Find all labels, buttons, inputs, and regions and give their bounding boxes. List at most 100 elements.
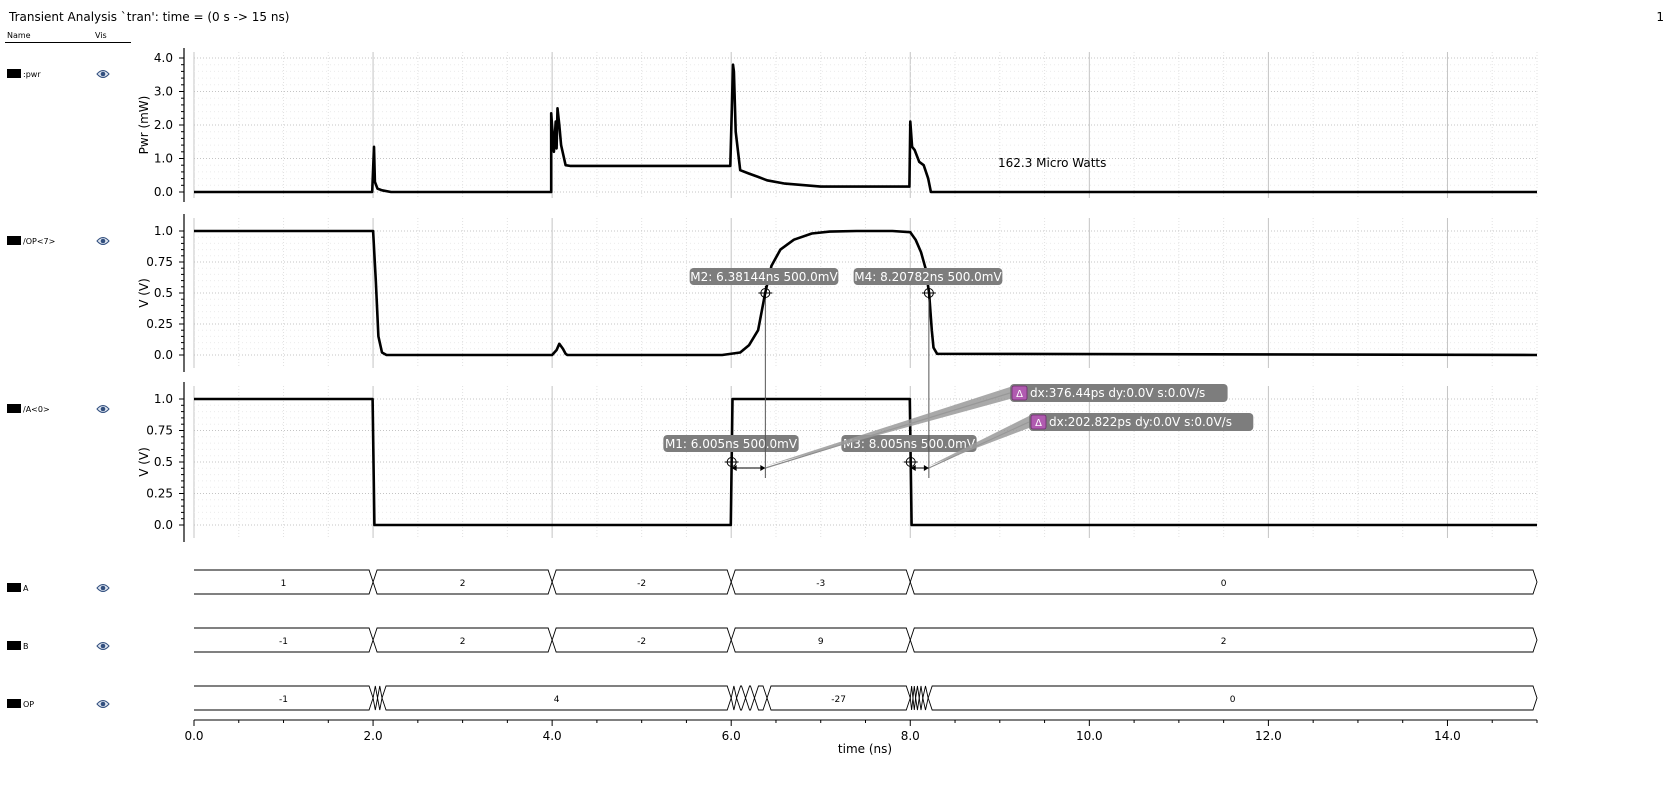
y-axis-label: V (V) xyxy=(137,447,151,477)
marker-label-box xyxy=(689,268,839,285)
visibility-eye-icon[interactable] xyxy=(96,582,110,594)
visibility-eye-icon[interactable] xyxy=(96,68,110,80)
bus-value-label: -2 xyxy=(637,579,646,589)
delta-icon xyxy=(1030,414,1047,430)
signal-name[interactable]: A xyxy=(23,584,29,593)
x-tick-label: 8.0 xyxy=(901,729,920,743)
header-divider xyxy=(5,42,131,43)
delta-icon xyxy=(1011,385,1028,401)
signal-name[interactable]: OP xyxy=(23,700,35,709)
signal-name[interactable]: :pwr xyxy=(23,70,41,79)
signal-color-swatch[interactable] xyxy=(7,236,21,245)
delta-leader-wedge xyxy=(765,387,1010,466)
bus-segment xyxy=(736,685,746,711)
signal-color-swatch[interactable] xyxy=(7,404,21,413)
bus-value-label: -1 xyxy=(279,637,288,647)
visibility-eye-icon[interactable] xyxy=(96,640,110,652)
y-tick-label: 3.0 xyxy=(154,85,173,99)
visibility-eye-icon[interactable] xyxy=(96,403,110,415)
page-number: 1 xyxy=(1656,10,1664,24)
bus-value-label: 2 xyxy=(1221,637,1227,647)
y-tick-label: 0.5 xyxy=(154,455,173,469)
bus-segment xyxy=(922,685,929,711)
bus-value-label: 0 xyxy=(1230,695,1236,705)
bus-value-label: -2 xyxy=(637,637,646,647)
bus-segment xyxy=(754,685,768,711)
bus-segment xyxy=(377,685,383,711)
marker-label: M2: 6.38144ns 500.0mV xyxy=(690,270,838,284)
delta-label: dx:376.44ps dy:0.0V s:0.0V/s xyxy=(1030,386,1205,400)
bus-segment xyxy=(730,685,738,711)
y-tick-label: 1.0 xyxy=(154,224,173,238)
y-tick-label: 0.0 xyxy=(154,348,173,362)
signal-color-swatch[interactable] xyxy=(7,641,21,650)
vis-column-header: Vis xyxy=(95,31,107,40)
x-tick-label: 0.0 xyxy=(184,729,203,743)
bus-segment xyxy=(918,685,924,711)
marker-label: M1: 6.005ns 500.0mV xyxy=(665,437,798,451)
bus-segment xyxy=(927,685,1538,711)
delta-icon-glyph: Δ xyxy=(1035,418,1042,429)
y-axis-label: Pwr (mW) xyxy=(137,96,151,155)
marker-label-box xyxy=(853,268,1003,285)
bus-value-label: 2 xyxy=(460,637,466,647)
signal-color-swatch[interactable] xyxy=(7,583,21,592)
y-tick-label: 0.0 xyxy=(154,185,173,199)
x-tick-label: 2.0 xyxy=(364,729,383,743)
visibility-eye-icon[interactable] xyxy=(96,698,110,710)
bus-segment xyxy=(909,569,1538,595)
x-tick-label: 14.0 xyxy=(1434,729,1461,743)
y-tick-label: 2.0 xyxy=(154,118,173,132)
y-axis-label: V (V) xyxy=(137,278,151,308)
y-tick-label: 0.75 xyxy=(146,255,173,269)
signal-name[interactable]: /OP<7> xyxy=(23,237,56,246)
bus-value-label: 4 xyxy=(554,695,560,705)
name-column-header: Name xyxy=(7,31,31,40)
x-tick-label: 10.0 xyxy=(1076,729,1103,743)
y-tick-label: 1.0 xyxy=(154,152,173,166)
bus-segment xyxy=(915,685,920,711)
delta-icon-glyph: Δ xyxy=(1016,389,1023,400)
y-tick-label: 0.0 xyxy=(154,518,173,532)
window-title: Transient Analysis `tran': time = (0 s -… xyxy=(9,10,290,24)
delta-arrow-head-left xyxy=(731,465,737,471)
bus-value-label: 9 xyxy=(818,637,824,647)
delta-arrow-head-left xyxy=(910,465,916,471)
delta-label: dx:202.822ps dy:0.0V s:0.0V/s xyxy=(1049,415,1232,429)
x-tick-label: 12.0 xyxy=(1255,729,1282,743)
bus-segment xyxy=(909,627,1538,653)
bus-value-label: 2 xyxy=(460,579,466,589)
y-tick-label: 4.0 xyxy=(154,51,173,65)
bus-value-label: -1 xyxy=(279,695,288,705)
y-tick-label: 0.25 xyxy=(146,317,173,331)
bus-segment xyxy=(745,685,755,711)
power-annotation: 162.3 Micro Watts xyxy=(998,156,1106,170)
x-axis-label: time (ns) xyxy=(838,742,892,756)
delta-label-box xyxy=(1010,384,1228,402)
signal-color-swatch[interactable] xyxy=(7,69,21,78)
y-tick-label: 1.0 xyxy=(154,392,173,406)
visibility-eye-icon[interactable] xyxy=(96,235,110,247)
signal-name[interactable]: /A<0> xyxy=(23,405,50,414)
signal-color-swatch[interactable] xyxy=(7,699,21,708)
bus-value-label: 0 xyxy=(1221,579,1227,589)
signal-name[interactable]: B xyxy=(23,642,29,651)
bus-value-label: -3 xyxy=(816,579,825,589)
bus-value-label: 1 xyxy=(281,579,287,589)
y-tick-label: 0.75 xyxy=(146,424,173,438)
delta-leader-wedge xyxy=(928,416,1029,466)
delta-label-box xyxy=(1029,413,1254,431)
marker-label: M3: 8.005ns 500.0mV xyxy=(843,437,976,451)
y-tick-label: 0.25 xyxy=(146,487,173,501)
bus-value-label: -27 xyxy=(831,695,846,705)
x-tick-label: 6.0 xyxy=(722,729,741,743)
delta-arrow-head-right xyxy=(923,465,929,471)
waveform-trace xyxy=(194,63,1537,194)
marker-label: M4: 8.20782ns 500.0mV xyxy=(854,270,1002,284)
bus-segment xyxy=(372,685,379,711)
marker-label-box xyxy=(663,435,799,452)
marker-label-box xyxy=(841,435,977,452)
y-tick-label: 0.5 xyxy=(154,286,173,300)
x-tick-label: 4.0 xyxy=(543,729,562,743)
